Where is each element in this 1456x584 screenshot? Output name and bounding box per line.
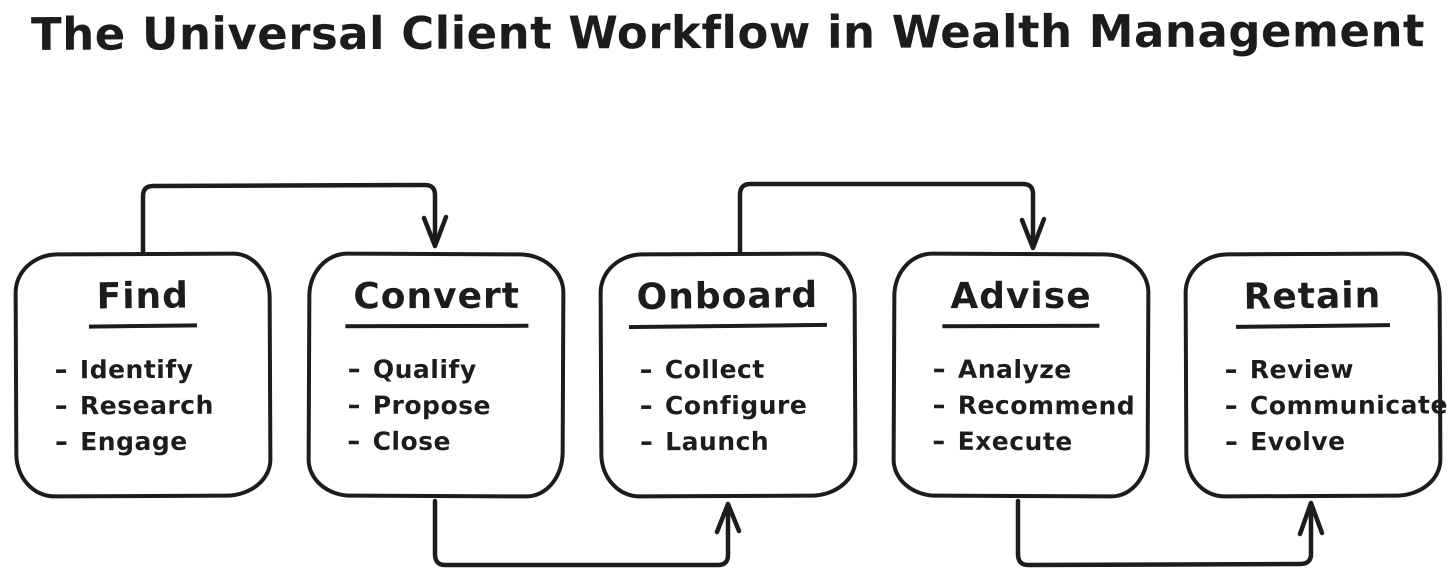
- stage-card-retain: Retain -Review -Communicate -Evolve: [1183, 251, 1448, 499]
- stage-card-onboard: Onboard -Collect -Configure -Launch: [598, 251, 858, 499]
- arrowhead-up-icon: [1297, 500, 1325, 537]
- arrowhead-down-icon: [421, 214, 449, 249]
- connector-line: [737, 181, 1036, 255]
- stage-card-advise: Advise -Analyze -Recommend -Execute: [890, 251, 1151, 499]
- bullet-dash: -: [1224, 355, 1239, 385]
- bullet-dash: -: [931, 426, 946, 456]
- stage-items-retain: -Review -Communicate -Evolve: [1188, 351, 1448, 460]
- connector-convert-to-onboard: [432, 498, 742, 568]
- stage-items-onboard: -Collect -Configure -Launch: [603, 351, 853, 460]
- stage-items-advise: -Analyze -Recommend -Execute: [895, 351, 1145, 460]
- stage-item: -Configure: [639, 387, 853, 424]
- stage-item-label: Communicate: [1249, 390, 1448, 421]
- stage-item: -Recommend: [931, 388, 1145, 425]
- stage-item: -Collect: [639, 351, 853, 388]
- stage-item: -Identify: [54, 351, 268, 388]
- diagram-title: The Universal Client Workflow in Wealth …: [30, 4, 1426, 61]
- stage-item-label: Engage: [80, 426, 188, 457]
- bullet-dash: -: [1224, 391, 1239, 421]
- stage-item-label: Execute: [957, 426, 1073, 457]
- stage-item-label: Launch: [665, 426, 770, 457]
- stage-item-label: Close: [372, 426, 451, 457]
- connector-line: [140, 182, 438, 255]
- connector-line: [1015, 498, 1314, 568]
- stage-item: -Qualify: [346, 352, 560, 389]
- stage-item-label: Evolve: [1250, 426, 1346, 457]
- stage-item-label: Review: [1249, 354, 1355, 385]
- stage-item: -Propose: [346, 388, 560, 425]
- connector-line: [432, 498, 731, 568]
- bullet-dash: -: [54, 391, 69, 421]
- stage-items-find: -Identify -Research -Engage: [18, 351, 268, 460]
- stage-item: -Execute: [931, 424, 1145, 461]
- bullet-dash: -: [931, 390, 946, 420]
- stage-title-convert: Convert: [344, 275, 528, 329]
- connector-onboard-to-advise: [737, 181, 1047, 255]
- bullet-dash: -: [346, 426, 361, 456]
- stage-item: -Research: [54, 387, 268, 424]
- stage-item: -Review: [1224, 351, 1438, 388]
- stage-item-label: Configure: [664, 390, 808, 421]
- bullet-dash: -: [931, 354, 947, 384]
- stage-item-label: Qualify: [372, 354, 477, 385]
- stage-title-advise: Advise: [942, 275, 1100, 329]
- stage-item: -Close: [346, 424, 560, 461]
- stage-item: -Launch: [639, 423, 853, 460]
- stage-item-label: Collect: [664, 354, 765, 385]
- bullet-dash: -: [1224, 427, 1239, 457]
- stage-card-convert: Convert -Qualify -Propose -Close: [305, 251, 566, 499]
- connector-advise-to-retain: [1015, 498, 1325, 568]
- bullet-dash: -: [639, 391, 654, 421]
- stage-title-retain: Retain: [1235, 275, 1390, 329]
- bullet-dash: -: [54, 427, 69, 457]
- arrowhead-down-icon: [1019, 216, 1047, 251]
- stage-title-find: Find: [88, 275, 198, 329]
- arrowhead-up-icon: [714, 501, 742, 535]
- stage-card-find: Find -Identify -Research -Engage: [13, 251, 273, 499]
- bullet-dash: -: [639, 427, 654, 457]
- stage-item: -Communicate: [1224, 387, 1448, 424]
- bullet-dash: -: [54, 355, 69, 385]
- stage-item-label: Identify: [79, 354, 194, 385]
- bullet-dash: -: [346, 390, 361, 420]
- stage-item-label: Propose: [372, 390, 491, 421]
- bullet-dash: -: [639, 355, 654, 385]
- stage-title-onboard: Onboard: [628, 274, 827, 330]
- stage-item-label: Analyze: [957, 354, 1072, 385]
- stage-item-label: Recommend: [957, 390, 1135, 421]
- stage-row: Find -Identify -Research -Engage Convert…: [13, 251, 1448, 500]
- stage-items-convert: -Qualify -Propose -Close: [310, 351, 560, 460]
- connector-find-to-convert: [140, 182, 449, 255]
- stage-item-label: Research: [79, 390, 214, 421]
- bullet-dash: -: [346, 354, 362, 384]
- stage-item: -Engage: [54, 423, 268, 460]
- stage-item: -Analyze: [931, 352, 1145, 389]
- stage-item: -Evolve: [1224, 423, 1438, 460]
